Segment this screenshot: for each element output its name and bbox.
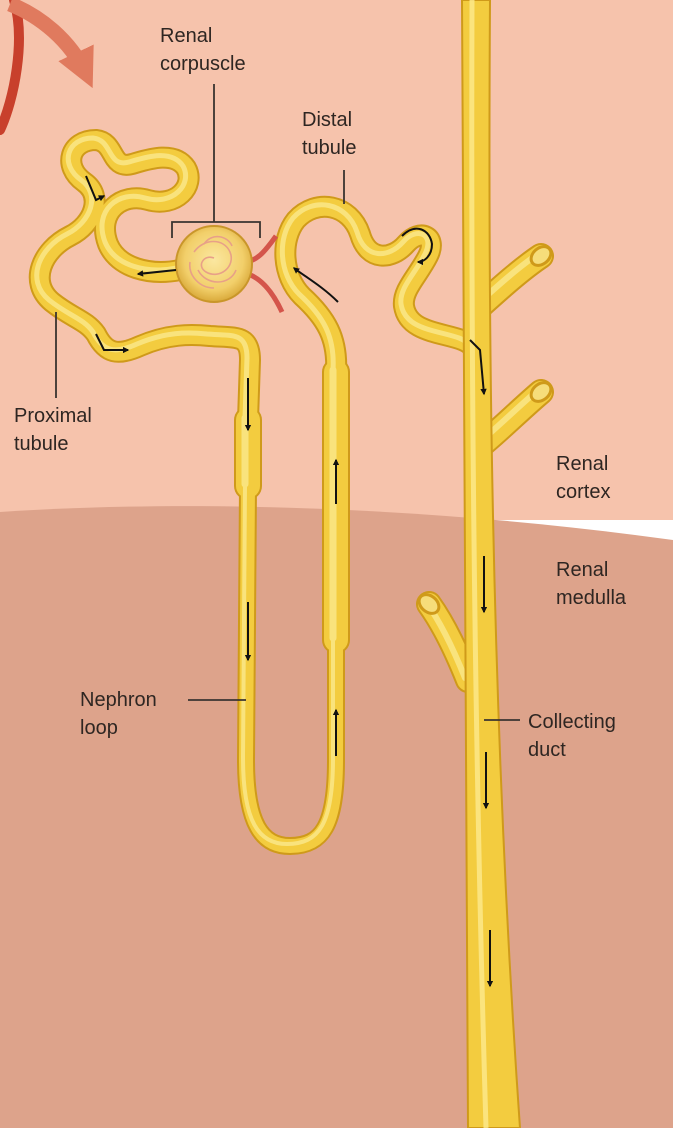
flow-arrow-pct-bottom [95, 333, 130, 354]
renal-medulla-label: Renal medulla [556, 559, 627, 609]
duct-branch-openings [417, 245, 553, 615]
leader-lines [55, 84, 520, 721]
incoming-flow-arrow [7, 0, 94, 89]
renal-corpuscle [175, 225, 285, 314]
flow-arrow-corpuscle-out [136, 269, 177, 277]
tubule-highlights [34, 135, 541, 846]
flow-arrow-dct-join [469, 339, 487, 396]
collecting-duct-label: Collecting duct [528, 711, 616, 761]
renal-cortex-label: Renal cortex [556, 453, 611, 503]
distal-tubule-highlight [279, 202, 476, 373]
branch-opening-middle [529, 381, 553, 403]
loop-bend-highlight [241, 756, 335, 846]
flow-arrow-dct-bend [401, 227, 434, 266]
renal-corpuscle-leader [171, 84, 261, 238]
proximal-tubule-label: Proximal tubule [14, 405, 92, 455]
nephron-loop-label: Nephron loop [80, 689, 157, 739]
bowman-capsule [175, 225, 253, 303]
proximal-tubule-highlight [34, 135, 250, 421]
flow-arrows [85, 175, 494, 988]
branch-opening-lower [417, 593, 441, 615]
collecting-duct-highlight [469, 0, 489, 1128]
distal-tubule-label: Distal tubule [302, 109, 357, 159]
flow-arrow-dct [293, 267, 339, 303]
branch-opening-upper [529, 245, 553, 267]
renal-corpuscle-label: Renal corpuscle [160, 25, 246, 75]
descending-limb-highlight [241, 482, 247, 760]
flow-arrow-pct-top [85, 175, 106, 202]
loop-bend [239, 753, 343, 853]
glomerulus [189, 235, 237, 289]
